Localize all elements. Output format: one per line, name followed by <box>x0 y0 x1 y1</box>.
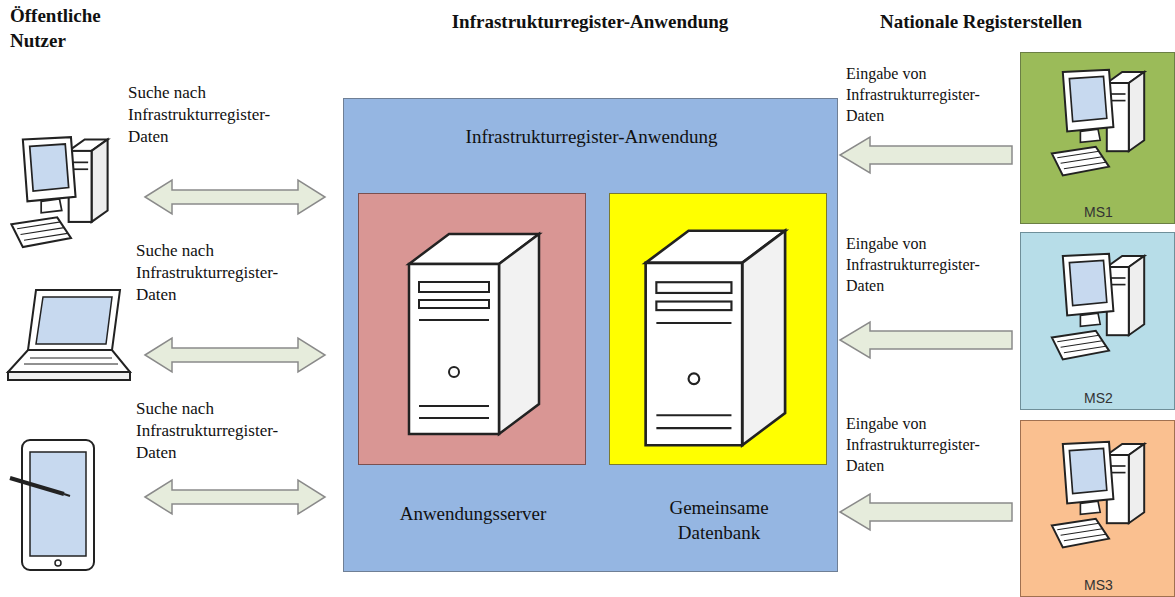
input-arrow <box>840 137 1012 173</box>
computer-icon <box>1043 433 1153 554</box>
computer-icon <box>389 224 549 444</box>
computer-icon <box>1043 61 1153 182</box>
input-arrow <box>840 494 1012 530</box>
node-label: MS3 <box>1021 576 1175 594</box>
computer-icon-shape <box>409 234 539 434</box>
tablet-icon <box>10 440 94 570</box>
column-heading: Nationale Registerstellen <box>880 10 1170 35</box>
arrow-label: Eingabe von Infrastrukturregister-Daten <box>846 414 1014 476</box>
application-box: Infrastrukturregister-AnwendungAnwendung… <box>343 98 838 572</box>
member-state-box: MS3 <box>1020 420 1175 597</box>
member-state-box: MS1 <box>1020 52 1175 224</box>
input-arrow <box>840 322 1012 358</box>
computer-icon-shape <box>646 231 785 446</box>
arrow-label: Suche nach Infrastrukturregister-Daten <box>136 240 316 306</box>
column-heading: Infrastrukturregister-Anwendung <box>380 10 800 35</box>
arrow-label: Eingabe von Infrastrukturregister-Daten <box>846 234 1014 296</box>
computer-icon-shape <box>1052 254 1144 360</box>
node-label: Infrastrukturregister-Anwendung <box>344 125 839 150</box>
computer-icon <box>1043 245 1153 366</box>
laptop-icon <box>8 290 130 380</box>
arrow-label: Suche nach Infrastrukturregister-Daten <box>128 82 308 148</box>
column-heading: Öffentliche Nutzer <box>10 4 120 53</box>
database-box: Gemeinsame Datenbank <box>609 193 827 465</box>
computer-icon-shape <box>1052 70 1144 176</box>
arrow-label: Suche nach Infrastrukturregister-Daten <box>136 398 316 464</box>
double-arrow <box>145 180 325 514</box>
node-label: Gemeinsame Datenbank <box>654 496 784 545</box>
node-label: MS1 <box>1021 203 1175 221</box>
desktop-icon <box>11 137 107 247</box>
arrow-label: Eingabe von Infrastrukturregister-Daten <box>846 64 1014 126</box>
computer-icon <box>624 220 796 456</box>
node-label: MS2 <box>1021 389 1175 407</box>
member-state-box: MS2 <box>1020 232 1175 410</box>
application-server-box: Anwendungsserver <box>358 193 586 465</box>
node-label: Anwendungsserver <box>359 502 587 527</box>
computer-icon-shape <box>1052 442 1144 548</box>
